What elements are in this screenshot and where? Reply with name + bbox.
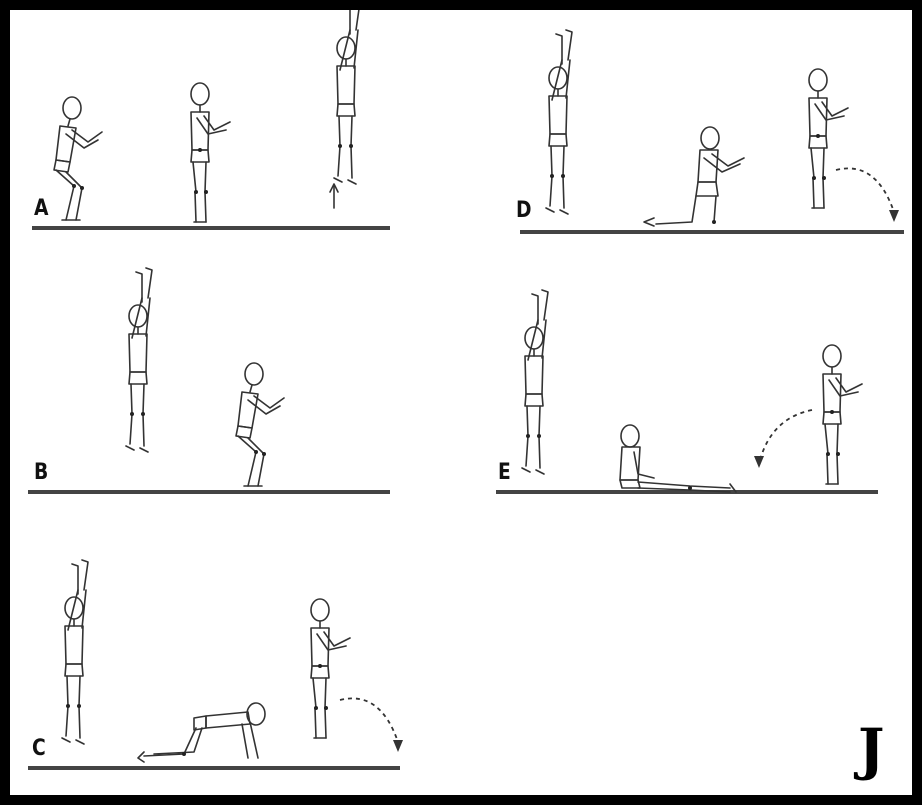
panel-label-c: C	[32, 738, 46, 760]
diagram-svg	[10, 10, 912, 795]
panel-c-figure-all-fours	[138, 703, 265, 762]
panel-a-up-arrow	[330, 184, 338, 208]
panel-label-a: A	[34, 198, 48, 220]
panel-b-illustration	[28, 268, 390, 492]
panel-d-figure-jump	[546, 30, 572, 214]
panel-c-illustration	[28, 560, 403, 768]
panel-d-illustration	[520, 30, 904, 232]
panel-b-figure-jump	[126, 268, 152, 452]
panel-e-figure-sit	[620, 425, 736, 492]
panel-d-figure-stand	[809, 69, 848, 208]
panel-a-figure-stand	[191, 83, 230, 222]
panel-a-figure-jump	[334, 10, 360, 184]
panel-c-figure-stand	[311, 599, 350, 738]
panel-d-figure-kneel	[644, 127, 744, 226]
panel-e-figure-jump	[522, 290, 548, 474]
panel-label-e: E	[498, 462, 511, 484]
panel-b-figure-crouch	[236, 363, 284, 486]
diagram-canvas: A B C D E J	[10, 10, 912, 795]
panel-label-b: B	[34, 462, 48, 484]
panel-e-figure-stand	[823, 345, 862, 484]
panel-label-d: D	[516, 200, 532, 222]
panel-d-curved-arrow	[836, 168, 899, 222]
panel-e-curved-arrow	[754, 410, 812, 468]
figure-corner-label: J	[858, 722, 885, 778]
panel-c-figure-jump	[62, 560, 88, 744]
panel-e-illustration	[496, 290, 878, 492]
panel-c-curved-arrow	[340, 698, 403, 752]
panel-a-illustration	[32, 10, 390, 228]
panel-a-figure-crouch	[54, 97, 102, 220]
